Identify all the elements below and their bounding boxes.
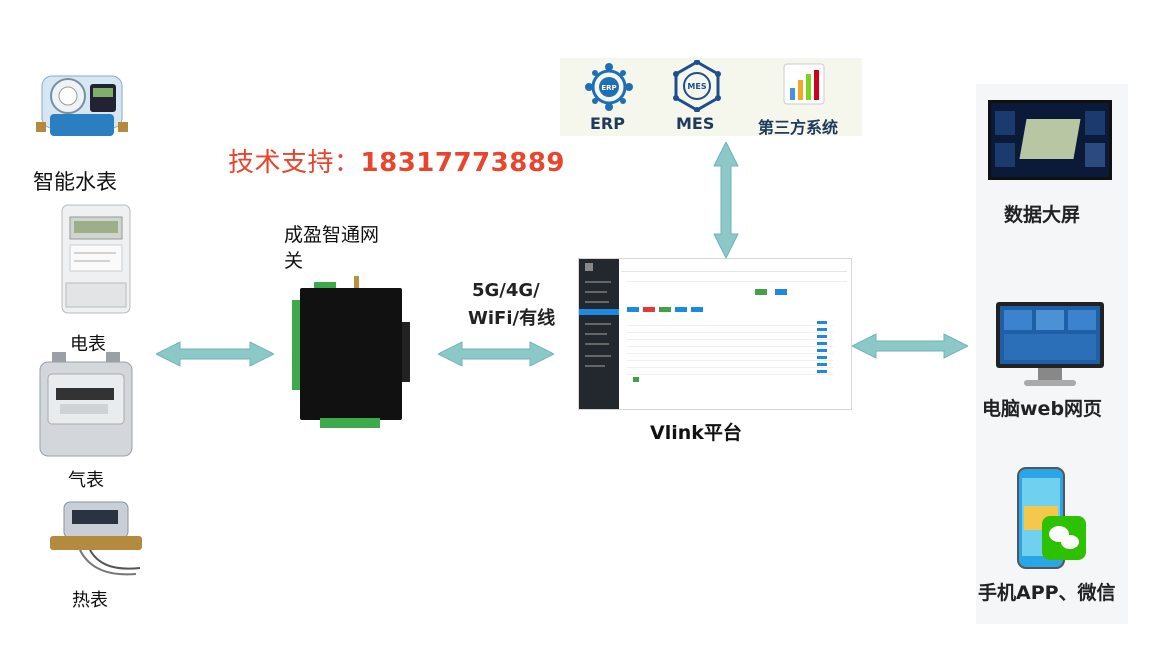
heat-meter-label: 热表 — [72, 590, 108, 611]
support-label: 技术支持： — [228, 148, 361, 178]
water-meter-image — [36, 66, 128, 146]
erp-badge: ERP — [601, 84, 616, 92]
gateway-label-line2: 关 — [284, 250, 304, 272]
third-party-icon — [778, 62, 830, 110]
double-arrow-meters-gateway — [154, 340, 276, 368]
gateway-terminal-bottom — [320, 418, 380, 428]
big-screen-label: 数据大屏 — [1004, 204, 1081, 226]
gas-meter-label: 气表 — [68, 470, 104, 491]
mobile-phone-image — [1014, 466, 1094, 572]
erp-icon: ERP — [584, 62, 634, 112]
mes-badge: MES — [687, 82, 706, 91]
support-phone: 18317773889 — [360, 148, 566, 178]
gateway-antenna — [354, 276, 359, 290]
double-arrow-platform-systems — [712, 140, 740, 260]
platform-screenshot — [578, 258, 852, 410]
platform-label: Vlink平台 — [650, 422, 742, 444]
gateway-label-line1: 成盈智通网 — [284, 224, 380, 246]
gateway-din-clip — [402, 322, 410, 382]
electric-meter-label: 电表 — [70, 334, 106, 355]
platform-sidebar — [579, 259, 619, 409]
mobile-app-label: 手机APP、微信 — [978, 582, 1116, 604]
water-meter-label: 智能水表 — [33, 170, 117, 194]
big-screen-image — [988, 100, 1112, 180]
mes-label: MES — [676, 114, 715, 133]
link-label-line1: 5G/4G/ — [472, 280, 540, 301]
link-label-line2: WiFi/有线 — [468, 308, 556, 329]
double-arrow-gateway-platform — [436, 340, 556, 368]
gateway-terminal-top — [314, 282, 336, 290]
gateway-device — [300, 288, 402, 420]
heat-meter-image — [50, 498, 146, 578]
gateway-terminal-left — [292, 300, 300, 390]
tech-support: 技术支持：18317773889 — [228, 142, 565, 179]
third-party-label: 第三方系统 — [758, 118, 839, 137]
pc-monitor-image — [994, 300, 1106, 392]
double-arrow-platform-clients — [850, 332, 970, 360]
electric-meter-image — [60, 203, 132, 315]
pc-web-label: 电脑web网页 — [982, 398, 1103, 420]
erp-label: ERP — [590, 114, 625, 133]
gas-meter-image — [38, 352, 134, 458]
mes-icon: MES — [670, 59, 724, 113]
